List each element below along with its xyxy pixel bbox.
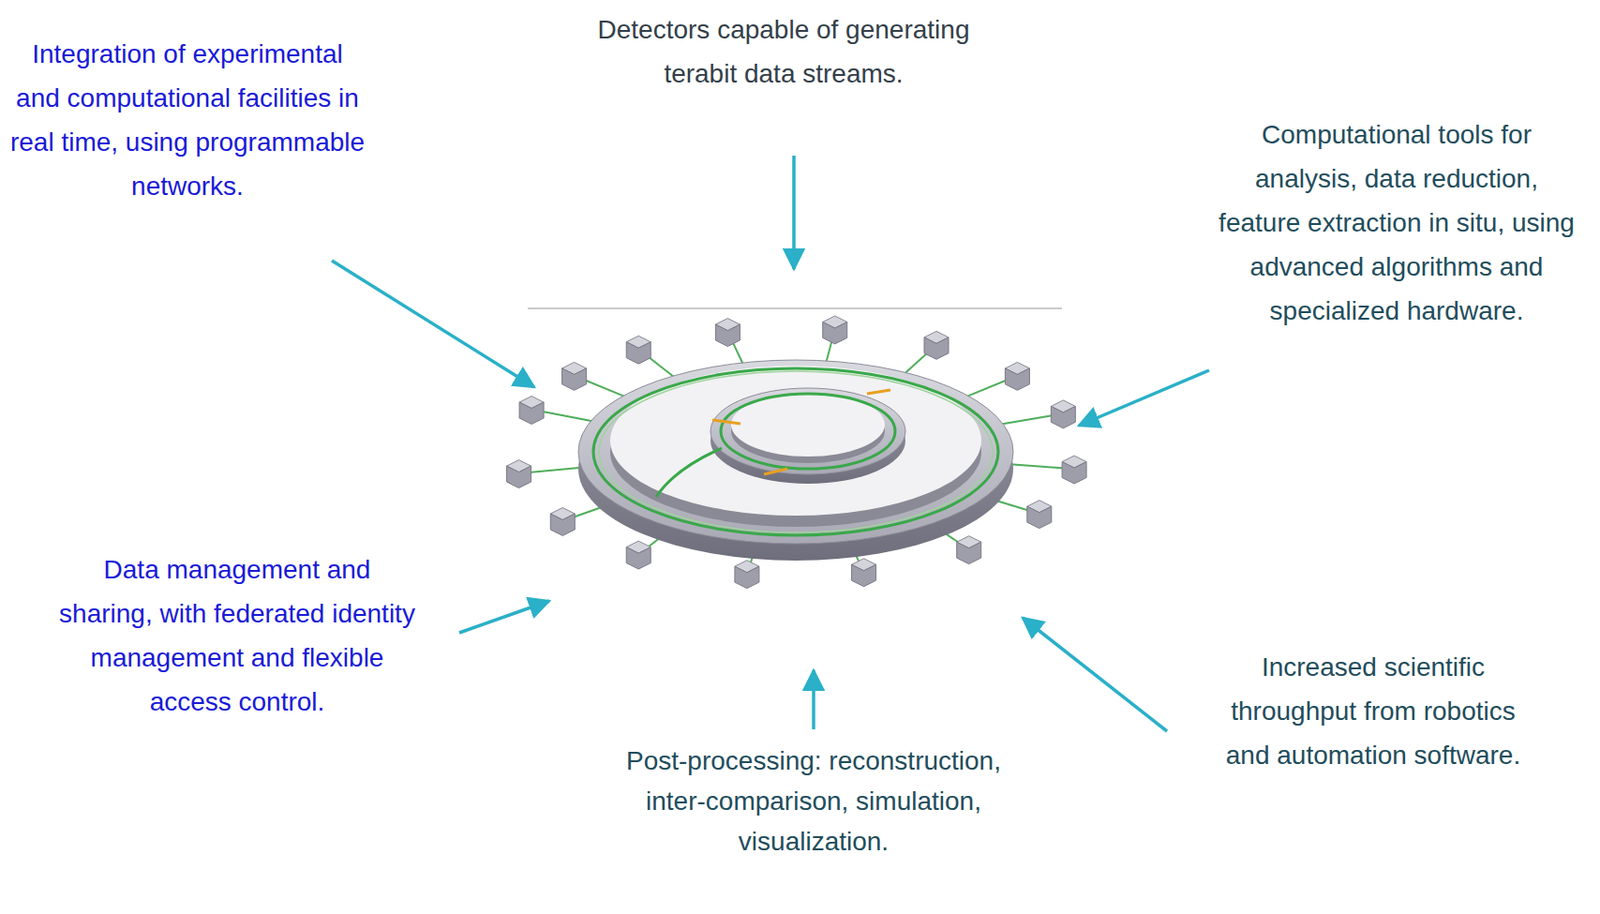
station-box (924, 337, 949, 359)
feature-label: Data management and sharing, with federa… (54, 547, 420, 724)
station-box (734, 566, 760, 588)
station-box (1061, 462, 1087, 484)
station-box (1027, 506, 1052, 528)
station-box (852, 564, 877, 586)
feature-label: Post-processing: reconstruction, inter-c… (626, 740, 1002, 862)
beamlines (507, 315, 1088, 589)
station-box (957, 541, 982, 564)
station-box (626, 547, 651, 569)
storage-ring (578, 359, 1014, 561)
station-box (715, 324, 740, 346)
feature-label: Increased scientific throughput from rob… (1209, 644, 1538, 778)
leader-arrows (331, 155, 1210, 732)
station-box (519, 402, 544, 424)
feature-label: Integration of experimental and computat… (9, 31, 366, 209)
station-box (626, 342, 651, 364)
feature-label: Detectors capable of generating terabit … (596, 7, 972, 96)
station-box (550, 513, 575, 536)
station-box (562, 368, 587, 390)
divider-line (527, 307, 1062, 310)
feature-label: Computational tools for analysis, data r… (1213, 112, 1580, 333)
booster-ring (656, 388, 906, 497)
station-box (1004, 368, 1030, 390)
station-box (507, 465, 532, 488)
station-box (1050, 405, 1076, 428)
station-box (822, 321, 848, 344)
